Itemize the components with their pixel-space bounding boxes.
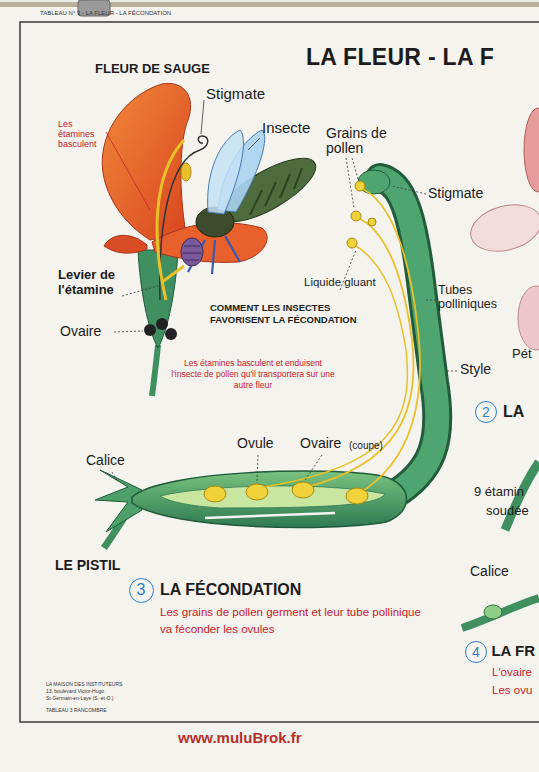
part-name: Style [460,362,491,377]
section-title: LA FR [491,643,535,660]
insect [181,130,324,274]
part-note: Les étamines basculent [58,120,110,150]
poster-title: LA FLEUR - LA F [306,44,494,70]
callout-circle: 2 [475,401,497,423]
part-note: (coupe) [349,440,383,451]
part-name: 9 étamin [474,485,524,499]
figure-note: Les étamines basculent et enduisent l'in… [168,358,338,391]
frame [20,22,539,722]
section-text: Les grains de pollen germent et leur tub… [160,604,428,637]
callout-circle: 4 [465,641,487,663]
figure-title: LE PISTIL [55,558,120,573]
part-name: Stigmate [206,86,265,103]
part-name: Calice [86,453,125,468]
paper [0,4,539,772]
part-name: Ovule [237,436,274,451]
callout-number: 2 [482,405,490,419]
part-name: Insecte [262,120,310,137]
publisher-text: TABLEAU 3 RANCOMBRE [46,708,106,714]
section-text: L'ovaire [492,666,532,679]
part-name: Levier de l'étamine [58,268,130,298]
leader-lines [106,100,260,332]
part-name: Pét [512,347,532,361]
part-name: Ovaire [60,324,101,339]
part-name: Calice [470,564,509,579]
publisher-text: St-Germain-en-Laye (S.-et-O.) [46,696,114,702]
sage-flower [102,83,267,396]
leader-lines [112,158,457,482]
section-title: LA FÉCONDATION [160,581,301,599]
part-name: soudée [486,504,529,518]
publisher-text: LA MAISON DES INSTITUTEURS [46,682,122,688]
part-name: Tubes polliniques [438,284,506,312]
pistil [95,170,437,548]
header-text: TABLEAU N° 3 - LA FLEUR - LA FÉCONDATION [40,10,171,17]
part-name: Ovaire [300,436,341,451]
part-name: Liquide gluant [304,276,376,289]
figure-title: FLEUR DE SAUGE [95,62,210,76]
callout-number: 3 [137,582,146,598]
figure-caption: COMMENT LES INSECTES FAVORISENT LA FÉCON… [210,302,388,327]
callout-number: 4 [472,645,480,659]
part-name: Grains de pollen [326,126,406,157]
section-title: LA [503,403,524,421]
publisher-text: 13, boulevard Victor-Hugo [46,689,104,695]
callout-circle: 3 [129,578,154,603]
part-name: Stigmate [428,186,483,201]
section-text: Les ovu [492,684,532,697]
watermark: www.muluBrok.fr [178,730,302,747]
